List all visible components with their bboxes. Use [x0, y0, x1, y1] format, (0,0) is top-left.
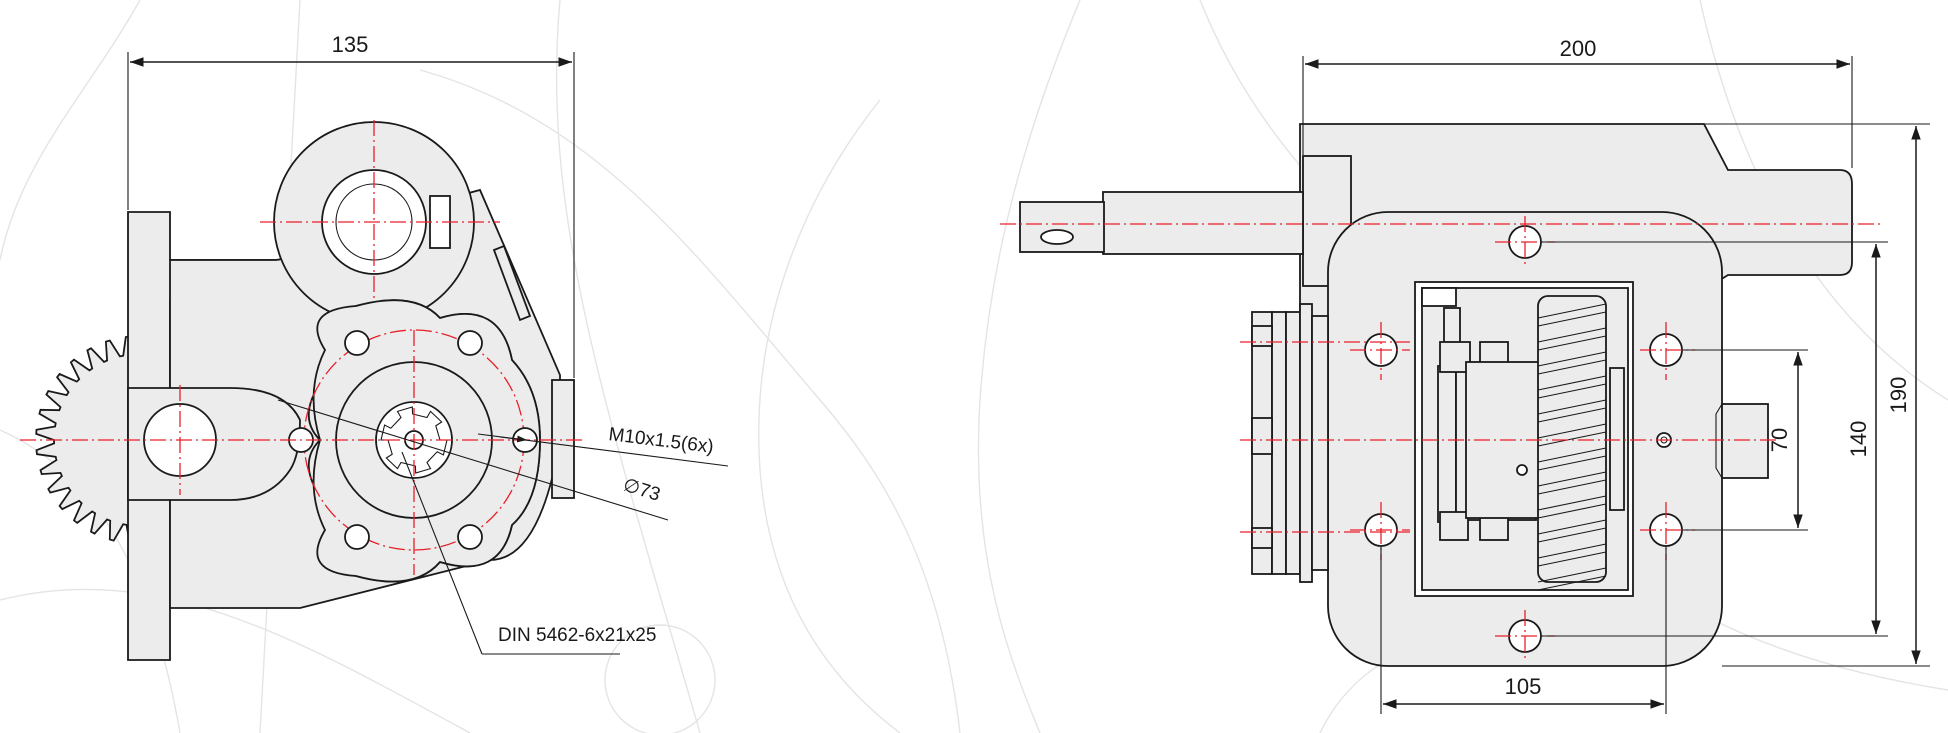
dim-105: 105 — [1505, 674, 1542, 699]
side-view: 200 190 140 70 105 — [1000, 36, 1930, 714]
dim-200: 200 — [1560, 36, 1597, 61]
bolt-circle-label: ∅73 — [621, 475, 663, 506]
front-view: 135 M10x1.5(6x) ∅73 DIN 5462-6x21x25 — [20, 32, 729, 661]
input-shaft — [1102, 191, 1304, 255]
dim-135: 135 — [332, 32, 369, 57]
dim-190: 190 — [1886, 377, 1911, 414]
dim-70: 70 — [1767, 428, 1792, 452]
left-flange-stack — [1251, 303, 1329, 583]
spline-label: DIN 5462-6x21x25 — [498, 625, 656, 646]
dim-140: 140 — [1846, 421, 1871, 458]
